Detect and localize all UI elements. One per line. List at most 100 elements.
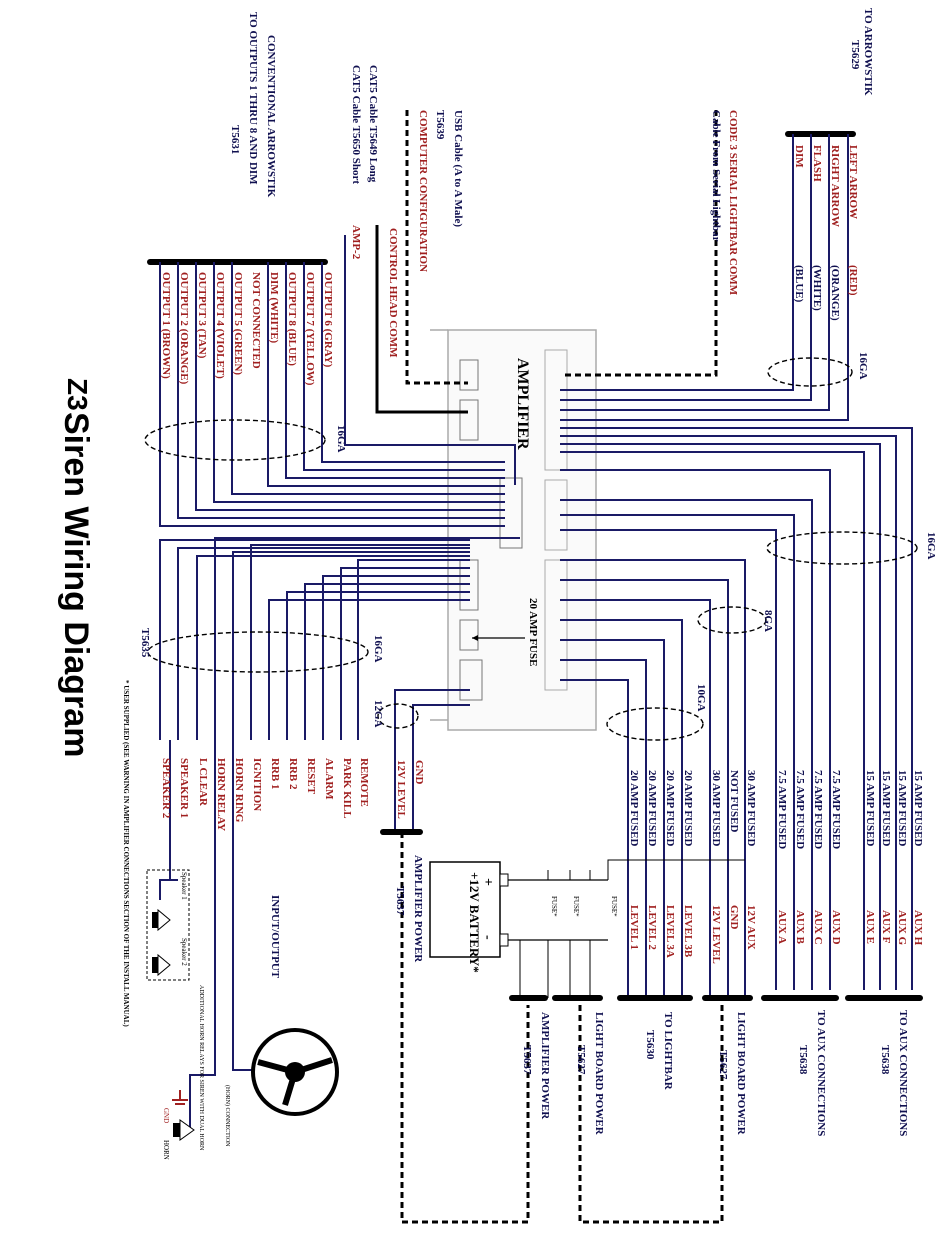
speaker-label-1: Speaker 1 [180, 872, 188, 900]
arrowstik-wire-3: FLASH [811, 145, 823, 182]
aux-fuse-f: 15 AMP FUSED [880, 770, 892, 846]
arrowstik-title-2: T5629 [849, 40, 861, 70]
aux-name-a: AUX A [776, 910, 788, 944]
power-wires [509, 559, 753, 1001]
cat5-line-3: CAT5 Cable T5650 Short [350, 65, 362, 184]
arrowstik-connector [560, 131, 856, 421]
title-block: Z3 Siren Wiring Diagram [57, 378, 95, 757]
cat5-line-2: CAT5 Cable T5649 Long [367, 65, 379, 183]
input-speaker-1: SPEAKER 1 [178, 758, 190, 818]
steering-note: (HORN) CONNECTION [224, 1085, 231, 1147]
power-fuse-4: 20 AMP FUSED [682, 770, 694, 846]
power-fuse-7: 20 AMP FUSED [628, 770, 640, 846]
output-label-7: OUTPUT 4 (VIOLET) [214, 272, 226, 379]
aux-fuse-c: 7.5 AMP FUSED [812, 770, 824, 849]
input-alarm: ALARM [323, 758, 335, 800]
conventional-title-3: T5631 [229, 125, 241, 154]
gnd-12v-gauge: 12GA [372, 700, 384, 728]
power-fuse-2: NOT FUSED [728, 770, 740, 833]
aux-fuse-b: 7.5 AMP FUSED [794, 770, 806, 849]
battery-plus: + [480, 878, 495, 886]
arrowstik-title-1: TO ARROWSTIK [862, 8, 874, 96]
gnd-label: GND [413, 760, 425, 785]
aux-name-c: AUX C [812, 910, 824, 945]
input-ignition: IGNITION [251, 758, 263, 811]
battery-label: +12V BATTERY* [467, 872, 482, 973]
lightbar-dest-2: T5630 [644, 1030, 656, 1060]
aux-name-g: AUX G [896, 910, 908, 946]
lightbar-dest-1: TO LIGHTBAR [662, 1012, 674, 1091]
aux-fuse-d: 7.5 AMP FUSED [830, 770, 842, 849]
input-reset: RESET [305, 758, 317, 795]
arrowstik-gauge: 16GA [857, 352, 869, 380]
aux-fuse-g: 15 AMP FUSED [896, 770, 908, 846]
arrowstik-wire-1-color: (RED) [847, 265, 859, 296]
input-park-kill: PARK KILL [341, 758, 353, 819]
input-horn-ring: HORN RING [233, 758, 245, 823]
aux-fuse-h: 15 AMP FUSED [912, 770, 924, 846]
power-fuse-6: 20 AMP FUSED [646, 770, 658, 846]
input-remote: REMOTE [358, 758, 370, 807]
aux-wires [560, 427, 923, 1001]
inputs-heading: INPUT/OUTPUT [269, 895, 281, 979]
inputs-gauge: 16GA [372, 635, 384, 663]
output-label-8: OUTPUT 3 (TAN) [196, 272, 208, 359]
power-gauge-10: 10GA [695, 684, 707, 712]
amp-power-dest-2a: AMPLIFIER POWER [412, 855, 424, 963]
battery-fuse-2: FUSE* [572, 896, 580, 917]
footnote: * USER SUPPLIED (SEE WARNING IN AMPLIFIE… [122, 680, 130, 1027]
speaker-label-2: Speaker 2 [180, 938, 188, 966]
conventional-title-2: TO OUTPUTS 1 THRU 8 AND DIM [247, 12, 259, 185]
horn-label: HORN [162, 1140, 170, 1160]
aux-dest-1a: TO AUX CONNECTIONS [897, 1010, 909, 1136]
output-label-9: OUTPUT 2 (ORANGE) [178, 272, 190, 385]
battery-fuse-1: FUSE* [610, 896, 618, 917]
aux-name-e: AUX E [864, 910, 876, 944]
power-fuse-5: 20 AMP FUSED [664, 770, 676, 846]
conventional-title-1: CONVENTIONAL ARROWSTIK [265, 35, 277, 198]
conventional-arrowstik-wires [147, 259, 505, 527]
arrowstik-wire-3-color: (WHITE) [811, 265, 823, 311]
power-name-5: LEVEL 3A [664, 905, 676, 958]
output-label-2: OUTPUT 7 (YELLOW) [304, 272, 316, 386]
lightboard-dest-2b: T5627 [575, 1045, 587, 1075]
serial-line-2: Cable From Serial Lightbar [710, 110, 722, 242]
usb-line-1: USB Cable (A to A Male) [452, 110, 464, 227]
power-name-3: 12V LEVEL [710, 905, 722, 964]
aux-name-f: AUX F [880, 910, 892, 944]
power-name-6: LEVEL 2 [646, 905, 658, 950]
aux-fuse-e: 15 AMP FUSED [864, 770, 876, 846]
aux-name-d: AUX D [830, 910, 842, 945]
arrowstik-wire-2: RIGHT ARROW [829, 145, 841, 227]
cat5-line-1: CONTROL HEAD COMM [387, 228, 399, 358]
output-label-3: OUTPUT 8 (BLUE) [286, 272, 298, 366]
input-horn-relay: HORN RELAY [215, 758, 227, 831]
page-title: Siren Wiring Diagram [57, 412, 95, 757]
conventional-gauge: 16GA [335, 425, 347, 453]
amp-power-dest-1b: T5637 [521, 1045, 533, 1075]
power-name-7: LEVEL 1 [628, 905, 640, 950]
battery [429, 859, 745, 998]
aux-name-h: AUX H [912, 910, 924, 946]
output-label-10: OUTPUT 1 (BROWN) [160, 272, 172, 379]
power-name-2: GND [728, 905, 740, 930]
z3-logo: Z3 [62, 378, 93, 411]
arrowstik-wire-2-color: (ORANGE) [829, 265, 841, 321]
usb-line-3: COMPUTER CONFIGURATION [417, 110, 429, 272]
speaker-assembly [146, 740, 339, 1141]
aux-name-b: AUX B [794, 910, 806, 945]
dual-horn-note: ADDITIONAL HORN RELAYS FOR SIREN WITH DU… [198, 985, 204, 1151]
output-label-5: NOT CONNECTED [250, 272, 262, 369]
input-l-clear: L CLEAR [197, 758, 209, 807]
gnd-small-label: GND [162, 1108, 170, 1123]
inputs-part: T5635 [139, 628, 151, 658]
battery-minus: - [480, 935, 495, 940]
lightboard-dest-2a: LIGHT BOARD POWER [593, 1012, 605, 1136]
amp-power-dest-1a: AMPLIFIER POWER [539, 1012, 551, 1120]
usb-line-2: T5639 [434, 110, 446, 140]
arrowstik-wire-1: LEFT ARROW [847, 145, 859, 219]
input-rrb-1: RRB 1 [269, 758, 281, 789]
power-fuse-3: 30 AMP FUSED [710, 770, 722, 846]
